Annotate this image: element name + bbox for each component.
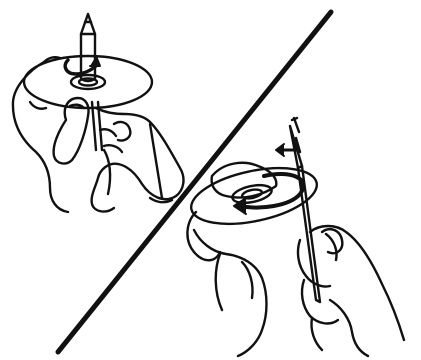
left-panel [13,14,184,212]
left-panel-back-hand [13,62,68,212]
right-panel-lower-hand [194,230,267,356]
